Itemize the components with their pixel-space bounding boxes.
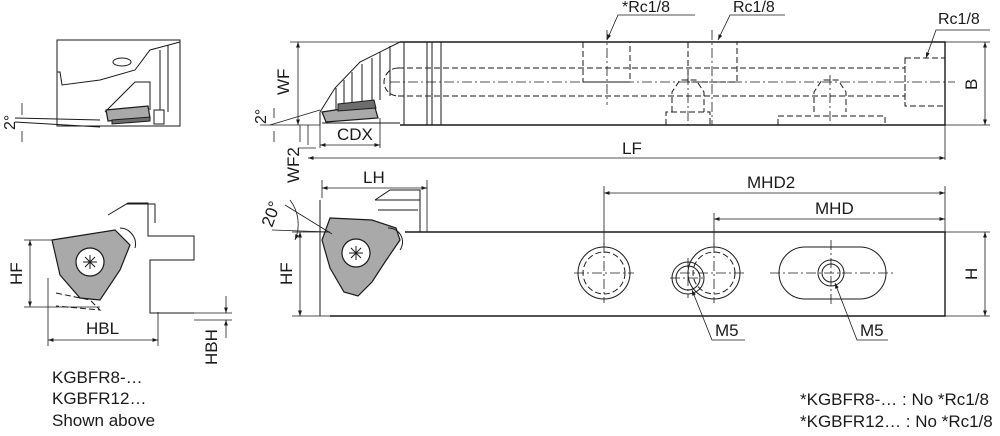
footnote-line2: *KGBFR12… : No *Rc1/8: [800, 412, 993, 431]
angle-2deg-small-label: 2°: [2, 115, 19, 130]
model-note-line1: KGBFR8-…: [52, 368, 143, 387]
mhd2-label: MHD2: [747, 173, 795, 192]
rc-mid-label: Rc1/8: [733, 0, 775, 16]
m5-right-label: M5: [860, 321, 884, 340]
rc-right-label: Rc1/8: [938, 11, 980, 28]
hbl-label: HBL: [86, 319, 119, 338]
m5-left-label: M5: [715, 321, 739, 340]
bottom-left-detail-view: HF HBL HBH KGBFR8-… KGBFR12… Shown above: [7, 202, 232, 430]
lf-label: LF: [622, 139, 642, 158]
b-label: B: [962, 79, 981, 90]
cdx-label: CDX: [337, 125, 373, 144]
top-main-view: WF 2° WF2 CDX LF B *Rc1/8 Rc1/8 Rc1/8: [253, 0, 990, 183]
wf2-label: WF2: [284, 147, 303, 183]
h-label: H: [962, 268, 981, 280]
model-note-line3: Shown above: [52, 411, 155, 430]
angle-20deg-label: 20°: [258, 199, 285, 230]
rc-left-label: *Rc1/8: [622, 0, 670, 16]
bottom-main-view: LH 20° HF MHD2 MHD H M5 M5: [258, 168, 990, 341]
footnote-line1: *KGBFR8-… : No *Rc1/8: [800, 390, 989, 409]
wf-label: WF: [274, 69, 293, 95]
angle-2deg-main-label: 2°: [253, 109, 270, 124]
hf-main-label: HF: [277, 262, 296, 285]
hf-small-label: HF: [7, 262, 26, 285]
top-left-detail-view: 2°: [2, 39, 181, 142]
mhd-label: MHD: [815, 199, 854, 218]
lh-label: LH: [363, 168, 385, 187]
hbh-label: HBH: [202, 329, 221, 365]
model-note-line2: KGBFR12…: [52, 389, 146, 408]
